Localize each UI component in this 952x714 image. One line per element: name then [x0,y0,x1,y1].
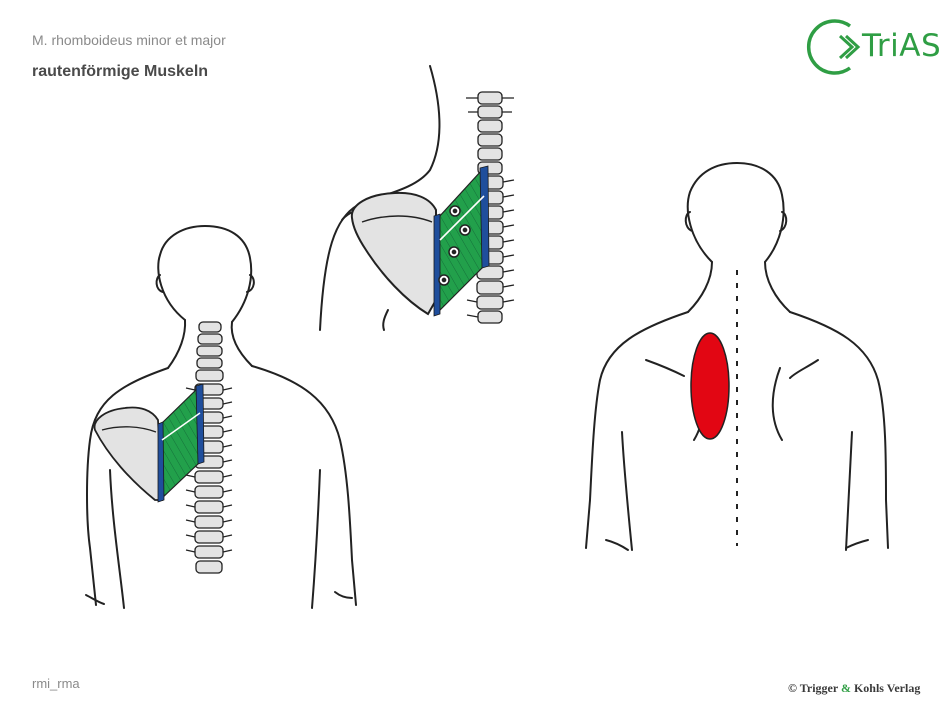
image-code: rmi_rma [32,676,80,691]
back-view-figure [85,224,357,609]
scapula-detail [350,191,437,316]
referral-pain-zone [690,332,730,440]
slide-title: rautenförmige Muskeln [32,63,209,80]
trigger-point-2 [459,224,471,236]
rhomboid-muscle-left [157,383,205,503]
scapula-left [93,406,163,501]
trigger-point-1 [449,205,461,217]
chevron-circle-icon [807,19,861,75]
copyright-notice: © Trigger & Kohls Verlag [788,681,921,695]
trigger-point-3 [448,246,460,258]
trigger-points [438,205,471,286]
right-shoulder-outline [251,365,357,606]
head-outline-right [686,161,785,263]
logo-text: TriAS [862,28,942,64]
referral-pain-figure [585,161,889,551]
trigger-point-4 [438,274,450,286]
left-shoulder-outline [86,367,169,606]
slide-subtitle: M. rhomboideus minor et major [32,32,226,48]
head-outline [157,224,253,323]
trias-logo [807,19,861,75]
